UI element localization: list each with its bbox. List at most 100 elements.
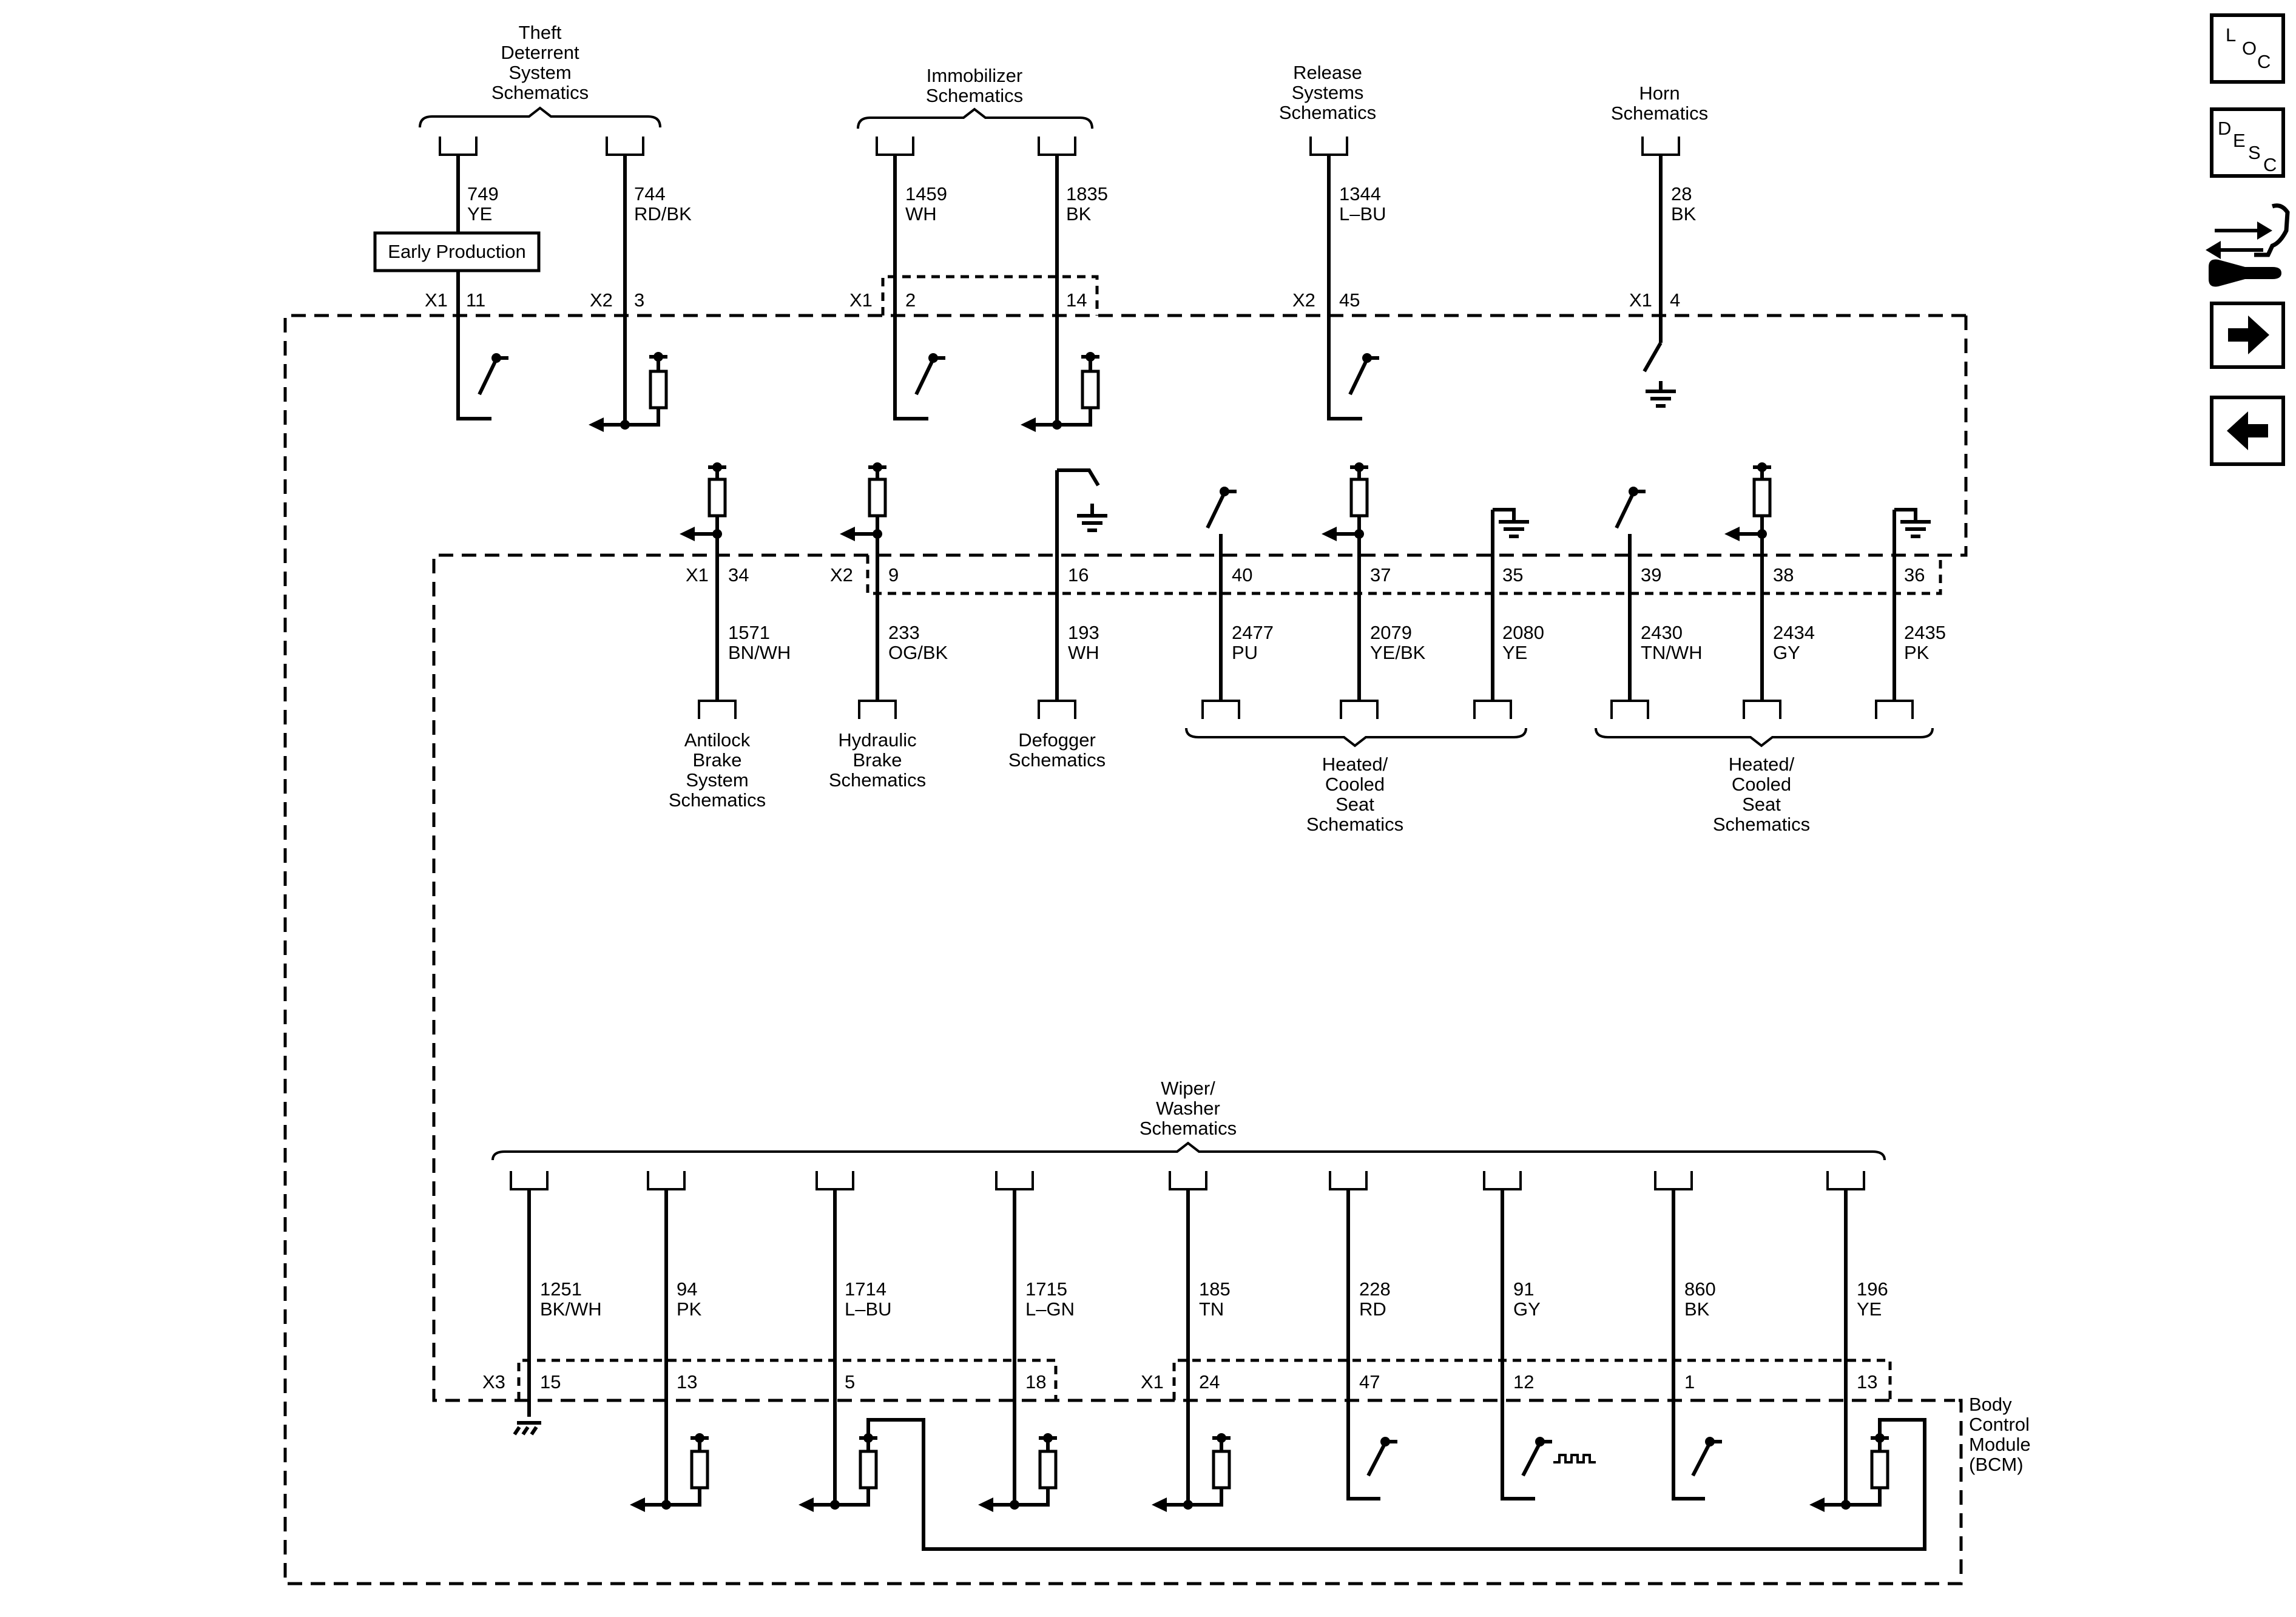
svg-text:28: 28 xyxy=(1671,183,1692,204)
arrow-right-button[interactable] xyxy=(2210,302,2285,369)
svg-text:System: System xyxy=(508,62,571,83)
svg-text:L: L xyxy=(2226,24,2236,46)
svg-text:Washer: Washer xyxy=(1156,1098,1220,1119)
svg-text:2477: 2477 xyxy=(1232,622,1274,643)
svg-text:1251: 1251 xyxy=(540,1278,582,1300)
circuit-2477: 40 2477 PU xyxy=(1201,487,1274,719)
svg-text:185: 185 xyxy=(1199,1278,1231,1300)
svg-text:3: 3 xyxy=(634,289,644,311)
circuit-28: 28 BK X1 4 xyxy=(1629,137,1697,408)
svg-text:BK/WH: BK/WH xyxy=(540,1298,602,1320)
svg-text:Schematics: Schematics xyxy=(926,85,1023,106)
svg-text:45: 45 xyxy=(1339,289,1360,311)
svg-text:11: 11 xyxy=(466,289,485,311)
svg-text:Heated/: Heated/ xyxy=(1322,754,1388,775)
svg-text:Schematics: Schematics xyxy=(491,82,589,103)
svg-text:L–BU: L–BU xyxy=(1339,203,1386,224)
svg-text:Body: Body xyxy=(1969,1394,2012,1415)
circuit-860: 860 BK 1 xyxy=(1654,1171,1722,1501)
svg-text:C: C xyxy=(2263,154,2277,175)
svg-text:Brake: Brake xyxy=(693,749,742,771)
svg-text:X1: X1 xyxy=(1141,1371,1164,1393)
svg-text:1344: 1344 xyxy=(1339,183,1381,204)
svg-text:X2: X2 xyxy=(590,289,613,311)
svg-text:Horn: Horn xyxy=(1639,83,1680,104)
svg-text:35: 35 xyxy=(1502,564,1523,586)
release-systems-title: Release Systems Schematics xyxy=(1279,62,1376,123)
horn-title: Horn Schematics xyxy=(1611,83,1708,124)
desc-button[interactable]: D E S C xyxy=(2210,107,2285,178)
svg-text:39: 39 xyxy=(1641,564,1661,586)
svg-text:Defogger: Defogger xyxy=(1018,729,1096,751)
svg-text:Theft: Theft xyxy=(519,22,562,43)
circuit-1571: X1 34 1571 BN/WH xyxy=(680,462,791,719)
module-outline xyxy=(283,275,1968,1585)
circuit-2079: 37 2079 YE/BK xyxy=(1322,462,1426,719)
circuit-228: 228 RD 47 xyxy=(1329,1171,1397,1501)
svg-text:PU: PU xyxy=(1232,642,1258,663)
circuit-185: 185 TN X1 24 xyxy=(1141,1171,1231,1512)
svg-text:18: 18 xyxy=(1025,1371,1046,1393)
svg-text:Module: Module xyxy=(1969,1434,2031,1455)
svg-text:X1: X1 xyxy=(849,289,873,311)
circuit-233: X2 9 233 OG/BK xyxy=(830,462,948,719)
circuit-196: 196 YE 13 xyxy=(1809,1171,1889,1512)
svg-text:228: 228 xyxy=(1359,1278,1391,1300)
svg-text:2435: 2435 xyxy=(1904,622,1946,643)
svg-text:WH: WH xyxy=(905,203,937,224)
svg-text:13: 13 xyxy=(1857,1371,1877,1393)
svg-text:Control: Control xyxy=(1969,1414,2030,1435)
wrench-arrows-icon[interactable] xyxy=(2206,203,2290,287)
svg-text:40: 40 xyxy=(1232,564,1252,586)
svg-text:14: 14 xyxy=(1066,289,1087,311)
circuit-193: 16 193 WH xyxy=(1038,468,1107,719)
circuit-2434: 38 2434 GY xyxy=(1724,462,1815,719)
svg-text:BK: BK xyxy=(1671,203,1697,224)
svg-text:GY: GY xyxy=(1513,1298,1541,1320)
arrow-left-button[interactable] xyxy=(2210,396,2285,466)
circuit-91: 91 GY 12 xyxy=(1483,1171,1596,1501)
early-production-box: Early Production xyxy=(373,231,541,272)
svg-text:34: 34 xyxy=(728,564,749,586)
svg-text:PK: PK xyxy=(1904,642,1930,663)
circuit-1714: 1714 L–BU 5 xyxy=(799,1171,1926,1551)
svg-text:(BCM): (BCM) xyxy=(1969,1454,2024,1475)
svg-text:4: 4 xyxy=(1670,289,1680,311)
wiper-washer-title: Wiper/ Washer Schematics xyxy=(491,1078,1886,1161)
svg-text:1714: 1714 xyxy=(845,1278,886,1300)
svg-text:2: 2 xyxy=(905,289,916,311)
svg-text:Cooled: Cooled xyxy=(1325,774,1385,795)
loc-button[interactable]: L O C xyxy=(2210,13,2285,84)
svg-text:Heated/: Heated/ xyxy=(1729,754,1795,775)
circuit-1835: 1835 BK 14 xyxy=(1021,137,1108,432)
svg-text:2079: 2079 xyxy=(1370,622,1412,643)
svg-text:BN/WH: BN/WH xyxy=(728,642,791,663)
svg-text:Release: Release xyxy=(1293,62,1362,83)
svg-text:Cooled: Cooled xyxy=(1732,774,1791,795)
svg-text:2434: 2434 xyxy=(1773,622,1815,643)
svg-text:X1: X1 xyxy=(1629,289,1652,311)
svg-text:12: 12 xyxy=(1513,1371,1534,1393)
antilock-label: Antilock Brake System Schematics xyxy=(669,729,766,811)
svg-text:BK: BK xyxy=(1066,203,1092,224)
immobilizer-title: Immobilizer Schematics xyxy=(857,65,1093,129)
svg-text:1571: 1571 xyxy=(728,622,770,643)
svg-text:91: 91 xyxy=(1513,1278,1534,1300)
svg-text:Schematics: Schematics xyxy=(1008,749,1106,771)
svg-text:Deterrent: Deterrent xyxy=(501,42,579,63)
circuit-1251: 1251 BK/WH X3 15 xyxy=(482,1171,602,1436)
svg-text:System: System xyxy=(686,769,748,791)
svg-text:X2: X2 xyxy=(1292,289,1315,311)
svg-text:Immobilizer: Immobilizer xyxy=(927,65,1022,86)
svg-text:GY: GY xyxy=(1773,642,1800,663)
svg-text:Schematics: Schematics xyxy=(1306,814,1403,835)
bcm-label: Body Control Module (BCM) xyxy=(1969,1394,2031,1475)
svg-text:RD/BK: RD/BK xyxy=(634,203,692,224)
svg-text:1835: 1835 xyxy=(1066,183,1108,204)
svg-text:E: E xyxy=(2233,130,2246,151)
svg-text:Schematics: Schematics xyxy=(829,769,926,791)
svg-text:Seat: Seat xyxy=(1742,794,1781,815)
circuit-2080: 35 2080 YE xyxy=(1473,508,1544,719)
svg-text:TN/WH: TN/WH xyxy=(1641,642,1703,663)
arrow-left-icon xyxy=(2227,411,2268,450)
